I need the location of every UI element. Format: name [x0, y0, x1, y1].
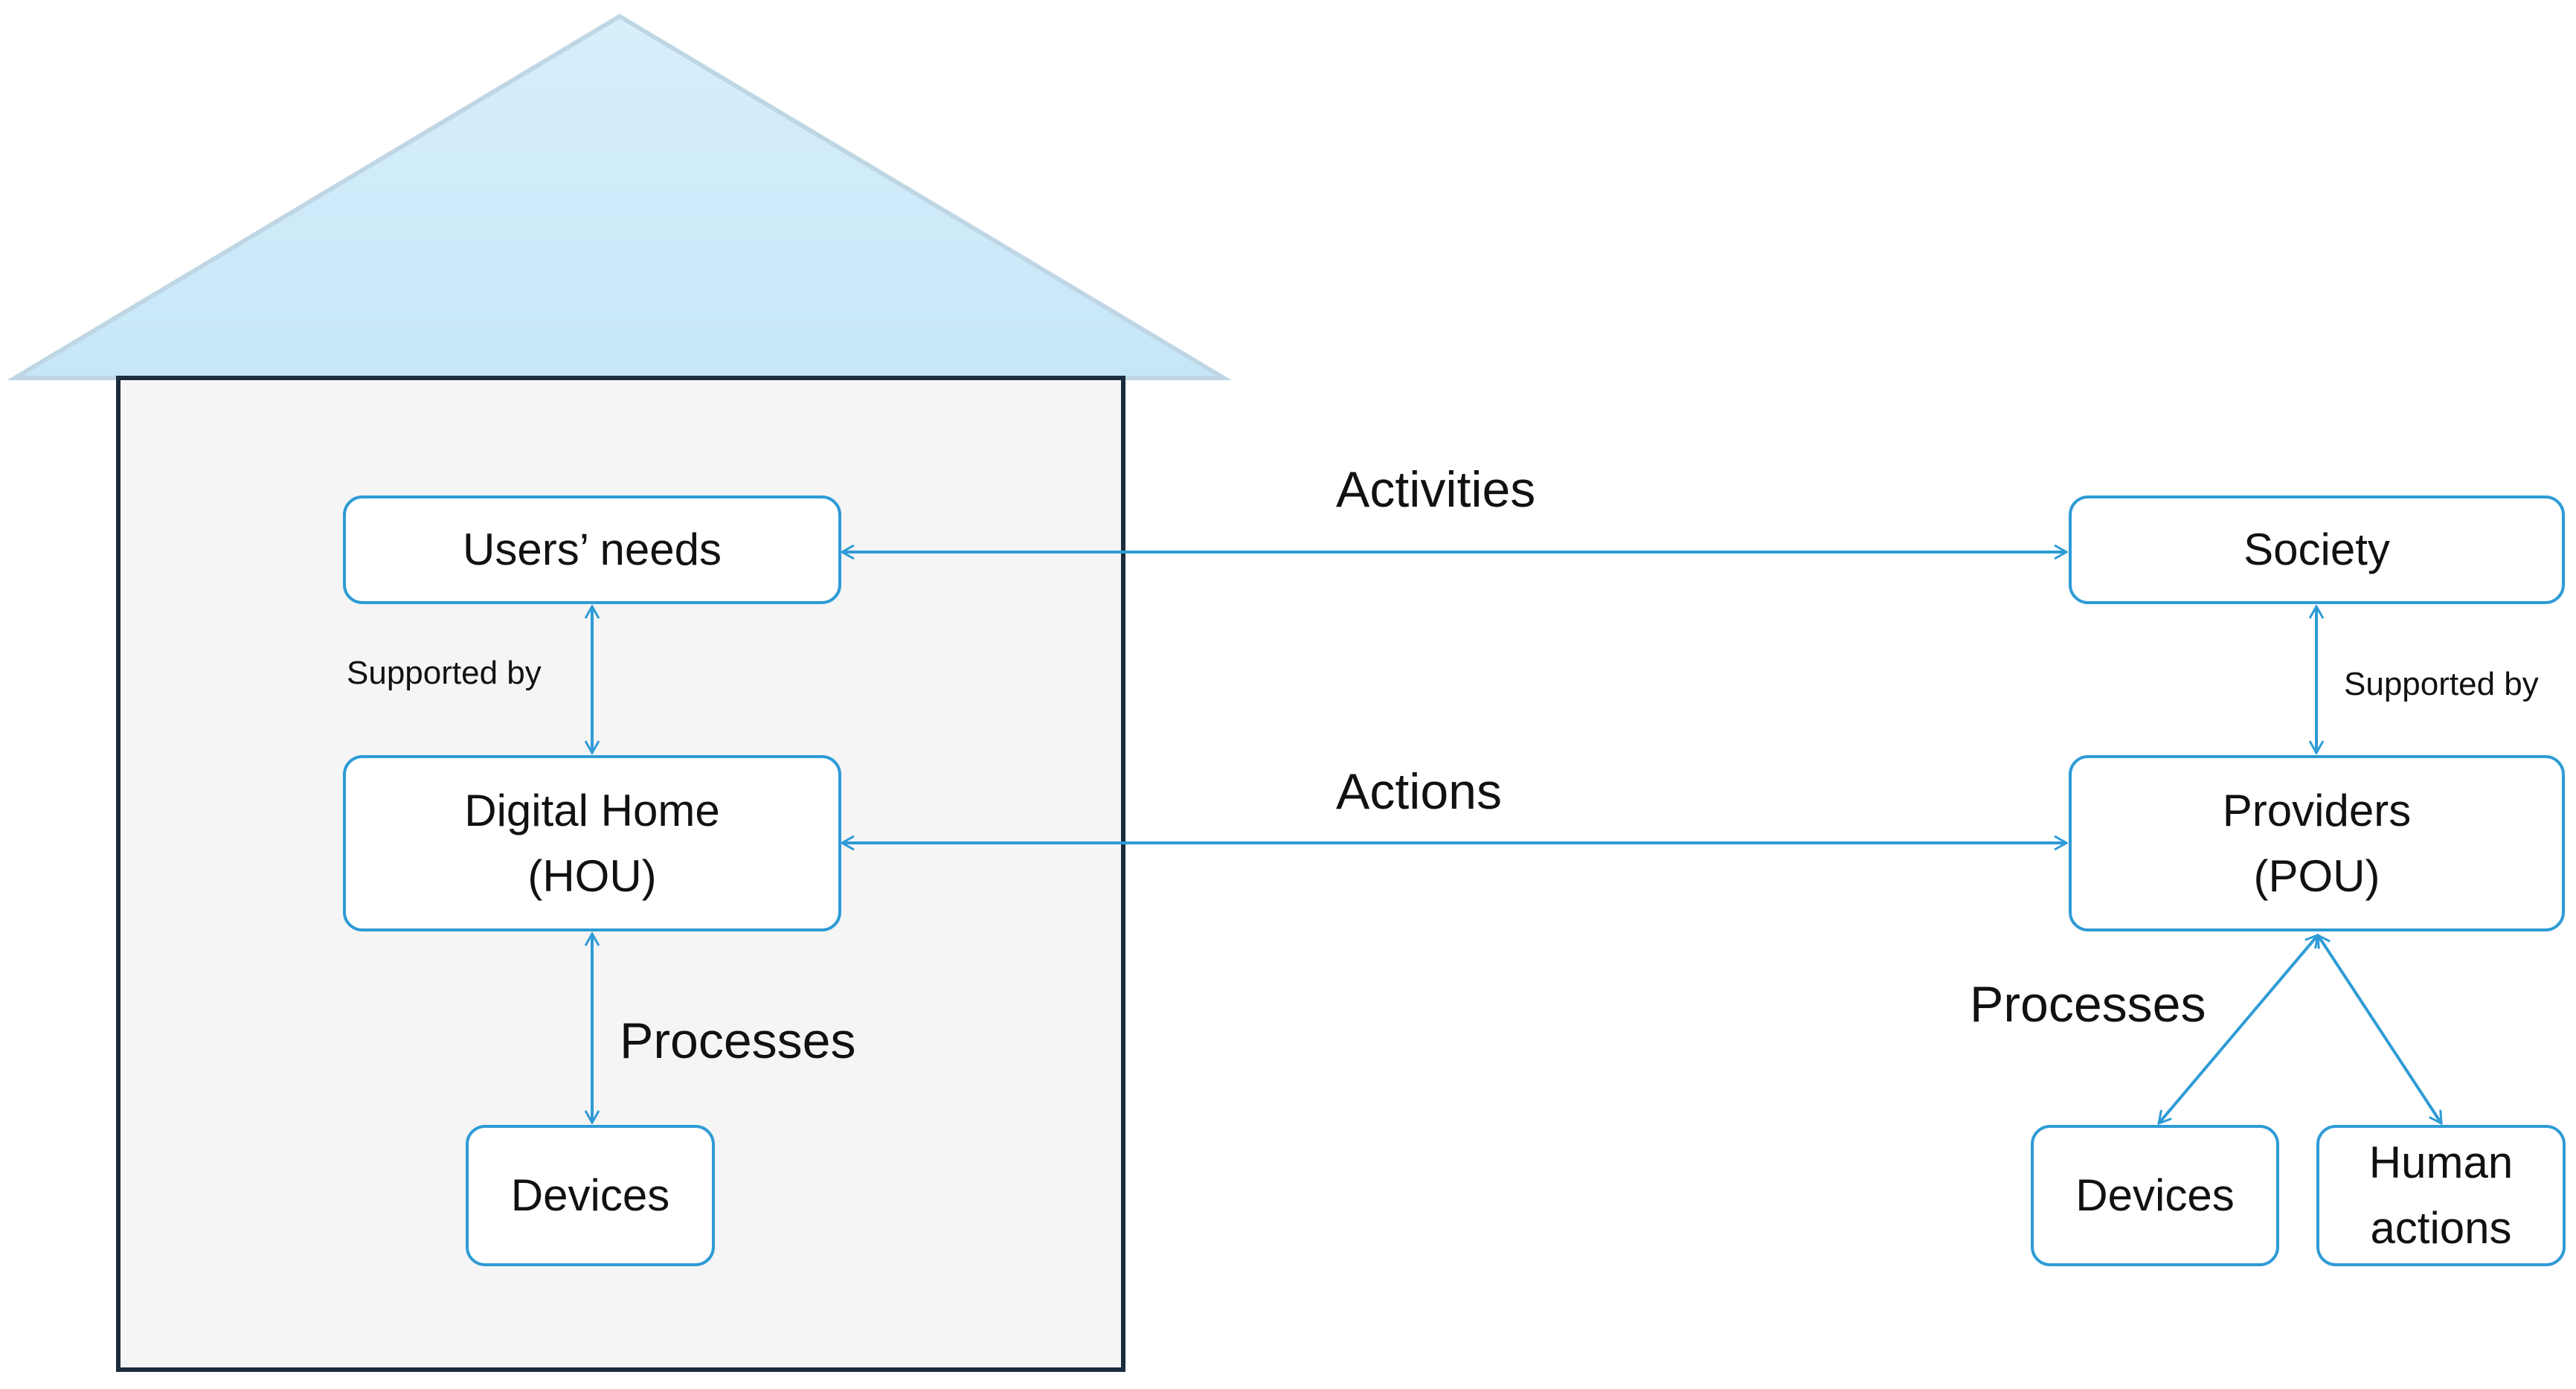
home-devices-box: Devices: [466, 1125, 715, 1266]
provider-devices-box: Devices: [2031, 1125, 2279, 1266]
providers-label: Providers (POU): [2222, 785, 2412, 901]
digital-home-box: Digital Home (HOU): [343, 755, 841, 931]
providers-box: Providers (POU): [2069, 755, 2565, 931]
users-needs-box: Users’ needs: [343, 495, 841, 604]
society-box: Society: [2069, 495, 2565, 604]
actions-label: Actions: [1336, 763, 1502, 820]
provider-supported-by-label: Supported by: [2344, 666, 2539, 702]
house-roof: [7, 13, 1232, 380]
digital-home-label: Digital Home (HOU): [464, 785, 720, 901]
home-processes-label: Processes: [620, 1013, 856, 1069]
activities-label: Activities: [1336, 461, 1536, 518]
provider-processes-label: Processes: [1970, 976, 2206, 1033]
provider-human-arrow: [2318, 935, 2441, 1123]
provider-devices-label: Devices: [2075, 1170, 2235, 1220]
home-supported-by-label: Supported by: [347, 655, 542, 691]
society-label: Society: [2243, 525, 2390, 574]
provider-devices-arrow: [2159, 935, 2318, 1123]
users-needs-label: Users’ needs: [463, 525, 722, 574]
human-actions-box: Human actions: [2316, 1125, 2566, 1266]
home-devices-label: Devices: [510, 1170, 670, 1220]
human-actions-label: Human actions: [2368, 1138, 2514, 1253]
